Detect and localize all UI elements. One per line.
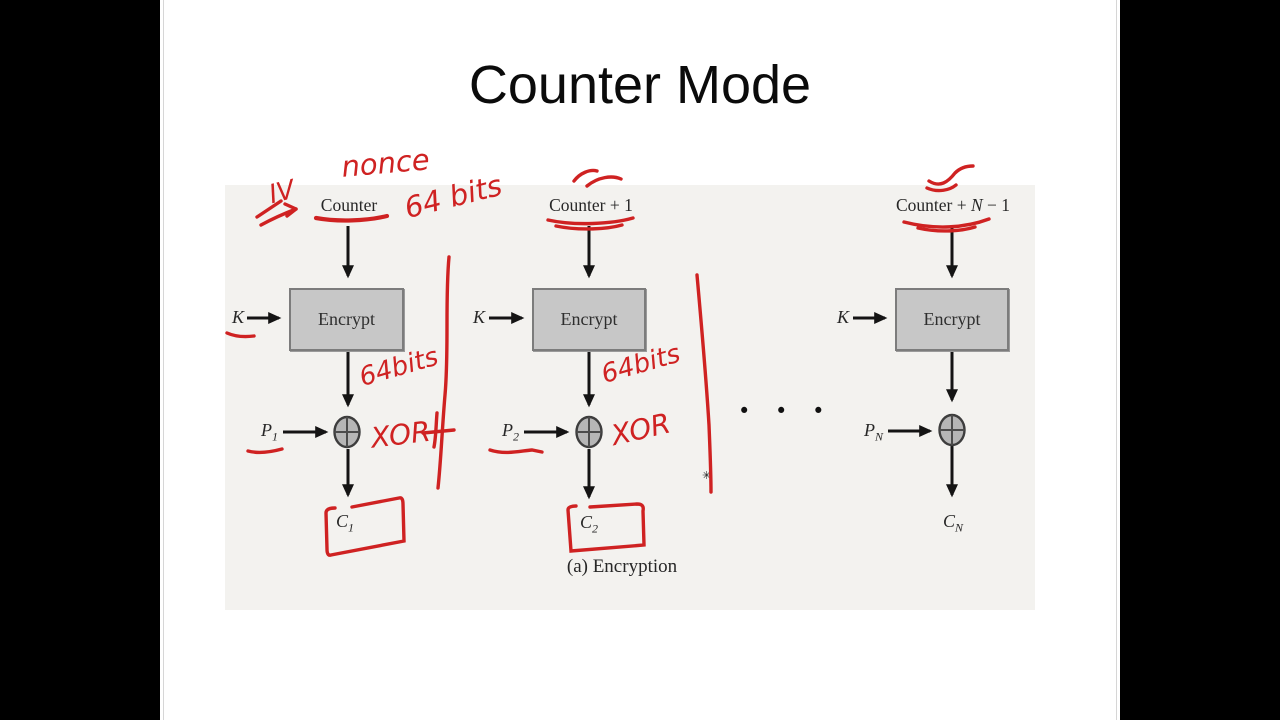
red-divider-line-1 <box>436 255 451 490</box>
iv-arrow-head <box>283 202 298 218</box>
plaintext-label-2-sub: 2 <box>513 429 519 444</box>
figure-caption: (a) Encryption <box>566 556 678 577</box>
ciphertext-label-3: CN <box>942 511 964 535</box>
ciphertext-label-2-sub: 2 <box>592 521 599 536</box>
counter-label-3-pre: Counter + <box>895 195 971 215</box>
check-mark-col2-b <box>585 175 623 188</box>
key-label-1: K <box>231 307 244 327</box>
encrypt-box-1: Encrypt <box>289 288 404 351</box>
plaintext-label-3: PN <box>843 420 883 444</box>
star-mark: ✳ <box>702 470 712 482</box>
xor-node-1 <box>333 415 361 449</box>
ciphertext-label-2-base: C <box>579 512 593 532</box>
underline-counter-2 <box>546 216 635 226</box>
plaintext-label-1-base: P <box>261 420 272 440</box>
page-title: Counter Mode <box>468 55 812 115</box>
plaintext-label-3-sub: N <box>874 429 883 444</box>
encrypt-box-2-label: Encrypt <box>560 309 618 329</box>
xor1-plus-horizontal <box>421 428 456 435</box>
underline-counter-3 <box>902 217 991 229</box>
encrypt-box-1-label: Encrypt <box>318 309 375 329</box>
counter-label-3: Counter + N − 1 <box>896 195 1010 216</box>
plaintext-label-1-sub: 1 <box>272 429 278 444</box>
slide-right-edge <box>1116 0 1117 720</box>
counter-label-2: Counter + 1 <box>549 195 633 216</box>
counter-label-3-post: − 1 <box>982 195 1011 215</box>
underline-counter-3b <box>916 225 977 233</box>
key-label-2: K <box>472 307 485 327</box>
plaintext-label-1: P1 <box>238 420 278 444</box>
plaintext-label-2-base: P <box>502 420 513 440</box>
underline-p1 <box>246 447 284 455</box>
counter-label-1: Counter <box>321 195 377 216</box>
ellipsis-dots: • • • <box>738 399 834 423</box>
c1-circle-box <box>324 496 406 557</box>
xor-node-3 <box>938 413 966 447</box>
underline-counter-1 <box>313 213 390 223</box>
key-label-3: K <box>836 307 849 327</box>
slide: Counter Mode <box>160 0 1120 720</box>
ciphertext-label-3-base: C <box>942 511 955 531</box>
check-mark-col2-a <box>572 168 599 183</box>
ciphertext-label-1: C1 <box>335 511 355 535</box>
underline-counter-2b <box>554 223 624 231</box>
underline-p2 <box>488 448 544 455</box>
encrypt-box-3-label: Encrypt <box>923 309 981 329</box>
ciphertext-label-3-sub: N <box>955 520 964 535</box>
plaintext-label-2: P2 <box>479 420 519 444</box>
plaintext-label-3-base: P <box>863 420 875 440</box>
diagram-image-background <box>225 185 1035 610</box>
xor-node-2 <box>575 415 603 449</box>
red-pen-strokes <box>225 164 991 557</box>
red-divider-line-2 <box>695 273 713 494</box>
encrypt-box-2: Encrypt <box>532 288 646 351</box>
ciphertext-label-1-sub: 1 <box>348 520 355 535</box>
underline-key-1 <box>225 331 256 339</box>
ciphertext-label-2: C2 <box>579 512 599 536</box>
ciphertext-label-1-base: C <box>335 511 349 531</box>
encrypt-box-3: Encrypt <box>895 288 1009 351</box>
check-mark-col3-b <box>925 183 958 193</box>
c2-circle-box <box>566 502 646 553</box>
counter-label-3-var: N <box>970 195 983 215</box>
counter-label-1-pre: Counter <box>320 195 378 215</box>
iv-slash <box>255 199 283 219</box>
counter-label-2-pre: Counter + 1 <box>549 195 633 215</box>
slide-left-edge <box>163 0 164 720</box>
flow-arrows <box>247 226 958 500</box>
check-mark-col3-a <box>927 164 975 186</box>
